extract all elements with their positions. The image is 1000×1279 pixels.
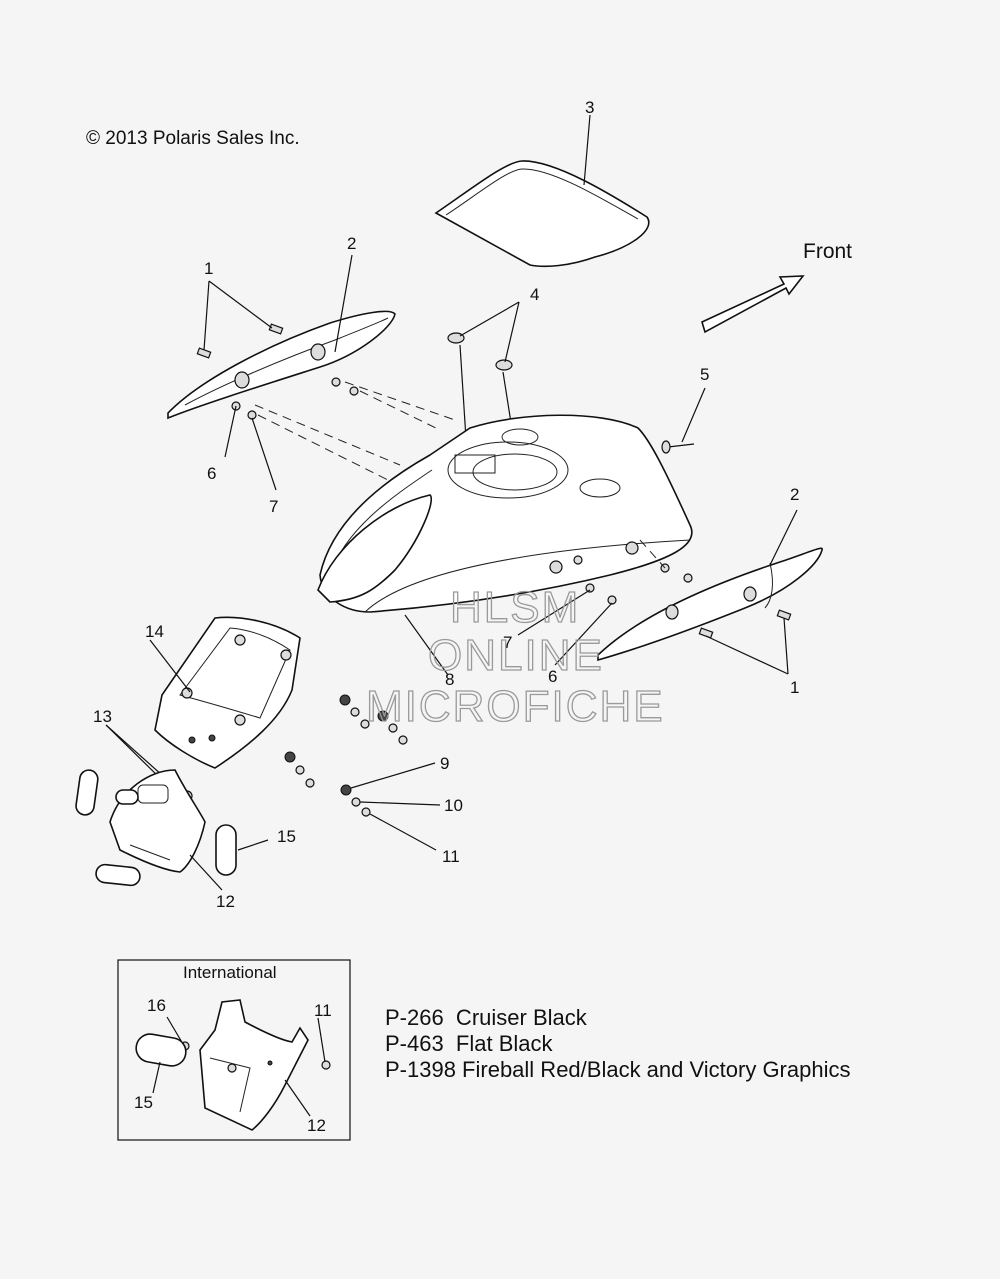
- callout-2-left: 2: [347, 234, 356, 253]
- callout-8: 8: [445, 670, 454, 689]
- callout-6-right: 6: [548, 667, 557, 686]
- callout-1-left: 1: [204, 259, 213, 278]
- inset-callout-16: 16: [147, 996, 166, 1015]
- license-bracket-part: [154, 616, 301, 769]
- callout-15: 15: [277, 827, 296, 846]
- inset-callout-12: 12: [307, 1116, 326, 1135]
- right-side-panel-part: [597, 547, 823, 662]
- nut-washer-cluster-upper: [339, 694, 408, 745]
- callout-11: 11: [442, 847, 460, 866]
- watermark-line-1: HLSM: [450, 583, 580, 632]
- paint-code-3: P-1398 Fireball Red/Black and Victory Gr…: [385, 1057, 850, 1082]
- left-side-panel-part: [167, 310, 396, 420]
- callout-9: 9: [440, 754, 449, 773]
- inset-title: International: [183, 963, 277, 982]
- nut-washer-cluster-lower: [284, 751, 371, 817]
- callout-2-right: 2: [790, 485, 799, 504]
- paint-code-2: P-463 Flat Black: [385, 1031, 554, 1056]
- inset-callout-11: 11: [314, 1001, 332, 1020]
- callout-6-left: 6: [207, 464, 216, 483]
- callout-14: 14: [145, 622, 164, 641]
- right-bolt-hardware: [698, 609, 792, 639]
- plug-parts: [447, 332, 513, 371]
- front-arrow-icon: [701, 275, 805, 334]
- callout-10: 10: [444, 796, 463, 815]
- inset-callout-15: 15: [134, 1093, 153, 1112]
- rivet-part: [661, 440, 695, 454]
- callout-5: 5: [700, 365, 709, 384]
- callout-7-left: 7: [269, 497, 278, 516]
- reflector-lens-parts: [75, 769, 237, 887]
- left-nut-washer-hardware: [231, 377, 359, 420]
- international-inset: International 16 11 15 12: [117, 959, 351, 1141]
- seat-pad-part: [434, 160, 650, 268]
- copyright-text: © 2013 Polaris Sales Inc.: [86, 128, 300, 149]
- callout-4: 4: [530, 285, 539, 304]
- watermark-line-3: MICROFICHE: [366, 682, 665, 731]
- watermark-line-2: ONLINE: [428, 631, 604, 680]
- callout-13: 13: [93, 707, 112, 726]
- callout-3: 3: [585, 98, 594, 117]
- rear-fender-body-part: [317, 414, 693, 613]
- paint-code-1: P-266 Cruiser Black: [385, 1005, 588, 1030]
- callout-7-right: 7: [503, 633, 512, 652]
- callout-12: 12: [216, 892, 235, 911]
- front-label: Front: [803, 240, 852, 263]
- callout-1-right: 1: [790, 678, 799, 697]
- right-nut-washer-hardware: [585, 563, 693, 605]
